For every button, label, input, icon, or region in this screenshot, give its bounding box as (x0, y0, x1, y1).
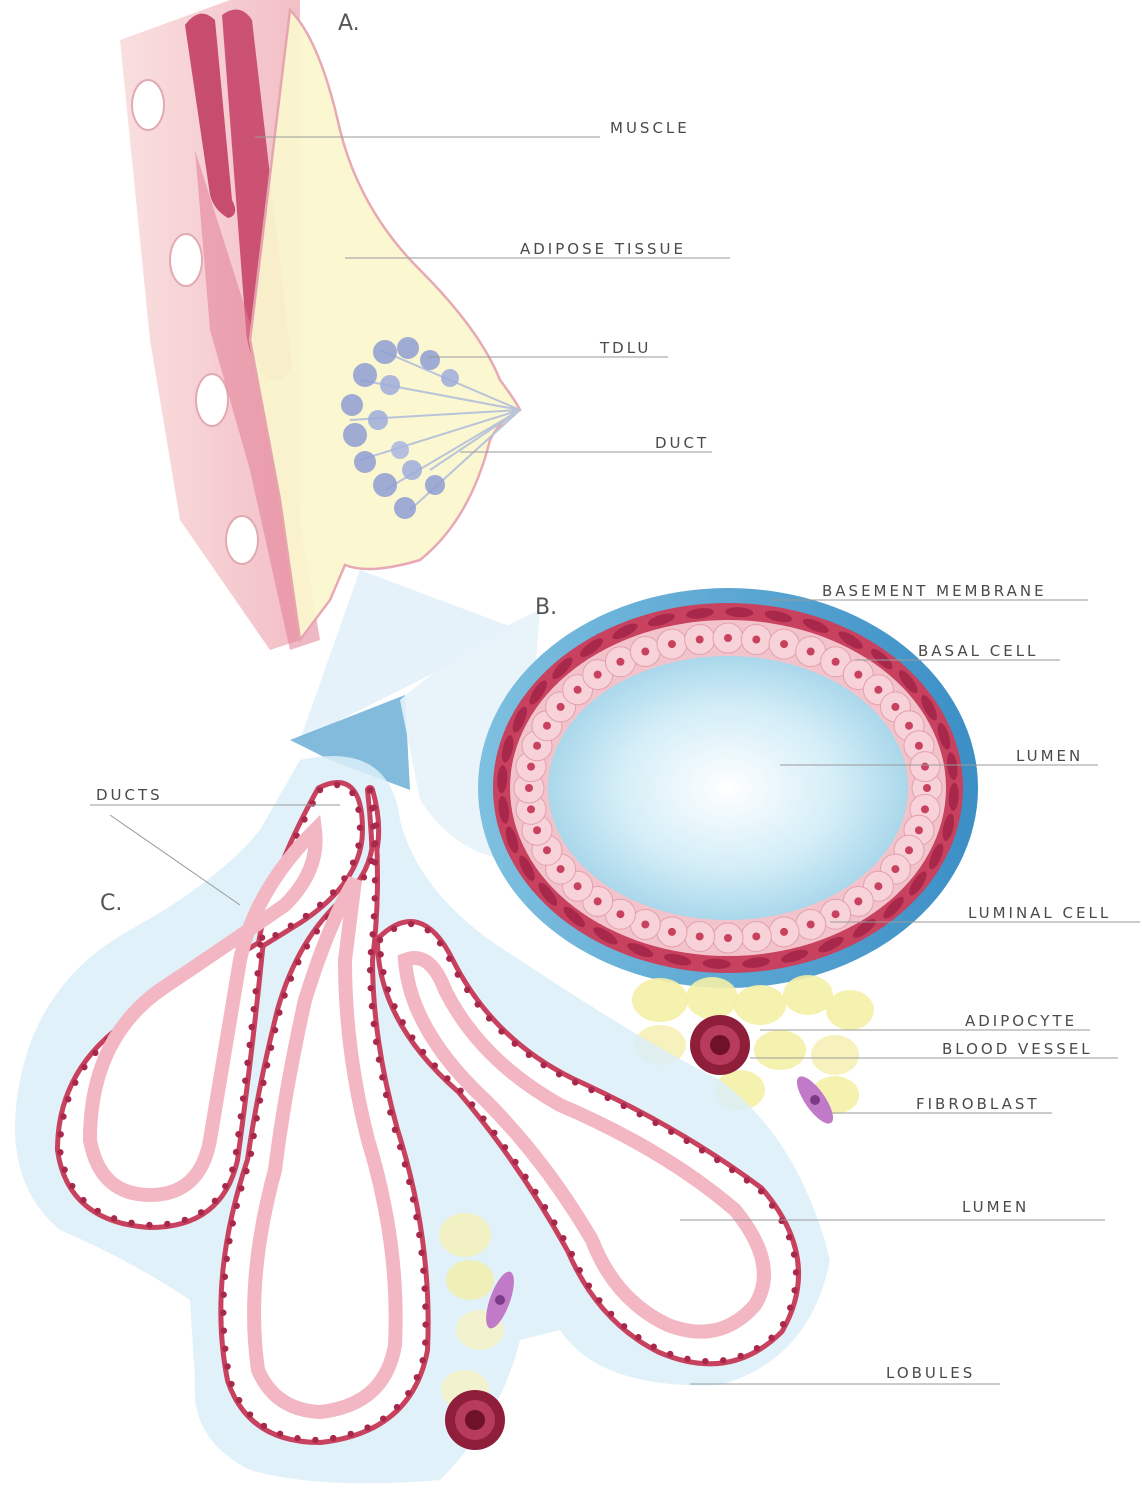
label-adipocyte: ADIPOCYTE (965, 1012, 1077, 1030)
label-basement-membrane: BASEMENT MEMBRANE (822, 582, 1047, 600)
panel-b-letter: B. (535, 595, 557, 620)
panel-c-letter: C. (100, 891, 122, 916)
label-duct: DUCT (655, 434, 709, 452)
breast-outline (250, 10, 520, 640)
panel-a-letter: A. (338, 11, 360, 36)
label-blood-vessel: BLOOD VESSEL (942, 1040, 1093, 1058)
rib (132, 80, 164, 130)
label-fibroblast: FIBROBLAST (916, 1095, 1040, 1113)
rib (196, 374, 228, 426)
label-luminal-cell: LUMINAL CELL (968, 904, 1111, 922)
label-lumen-b: LUMEN (1016, 747, 1083, 765)
label-ducts: DUCTS (96, 786, 163, 804)
label-lobules: LOBULES (886, 1364, 975, 1382)
label-basal-cell: BASAL CELL (918, 642, 1038, 660)
rib (226, 516, 258, 564)
label-tdlu: TDLU (599, 339, 651, 357)
label-lumen-c: LUMEN (962, 1198, 1029, 1216)
label-adipose-tissue: ADIPOSE TISSUE (520, 240, 686, 258)
rib (170, 234, 202, 286)
panel-b: B. (400, 588, 978, 988)
label-muscle: MUSCLE (610, 119, 690, 137)
panel-a: A. (120, 0, 520, 650)
lumen (548, 656, 908, 920)
